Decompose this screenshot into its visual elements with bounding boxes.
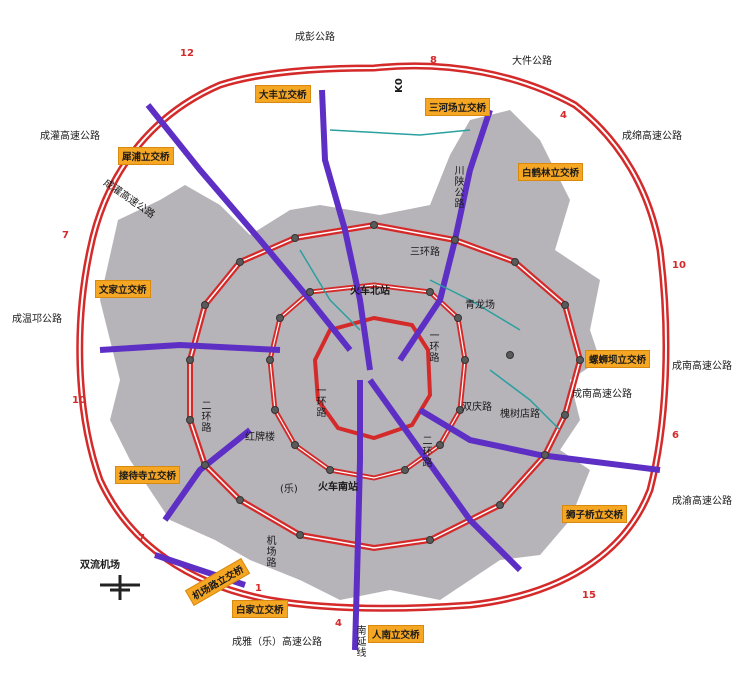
hongpailou-label: 红牌楼 bbox=[245, 432, 275, 443]
jiedaisi-interchange: 接待寺立交桥 bbox=[115, 466, 181, 484]
xipu-interchange: 犀浦立交桥 bbox=[118, 147, 174, 165]
k0-marker: K0 bbox=[393, 78, 405, 93]
ring-number: 4 bbox=[335, 618, 342, 629]
chengpeng-label: 成彭公路 bbox=[295, 32, 335, 43]
chengmian-label: 成绵高速公路 bbox=[622, 131, 682, 142]
ring-number: 7 bbox=[138, 533, 145, 544]
ring-number: 4 bbox=[560, 110, 567, 121]
chengya-label: 成雅（乐）高速公路 bbox=[232, 637, 322, 648]
urban-district bbox=[100, 110, 600, 600]
ring-number: 10 bbox=[72, 395, 86, 406]
airport-icon bbox=[100, 575, 140, 600]
sanhechang-interchange: 三河场立交桥 bbox=[425, 98, 491, 116]
chengguan-label: 成灌高速公路 bbox=[40, 131, 100, 142]
ring-number: 1 bbox=[255, 583, 262, 594]
outer-ring-inner-line bbox=[78, 64, 667, 610]
ring-nodes bbox=[186, 221, 584, 544]
chengnan-road-label: 成南高速公路 bbox=[572, 389, 632, 400]
dajian-label: 大件公路 bbox=[512, 56, 552, 67]
chengwenqiong-label: 成温邛公路 bbox=[12, 314, 62, 325]
south-station-label: 火车南站 bbox=[318, 482, 358, 493]
chengnan-label: 成南高速公路 bbox=[672, 361, 732, 372]
rennan-interchange: 人南立交桥 bbox=[368, 625, 424, 643]
ring-number: 7 bbox=[62, 230, 69, 241]
ring-number: 6 bbox=[672, 430, 679, 441]
first-ring-west-label: 一环路 bbox=[314, 385, 325, 418]
qinglongchang-label: 青龙场 bbox=[465, 300, 495, 311]
ring-number: 10 bbox=[672, 260, 686, 271]
ring-number: 12 bbox=[180, 48, 194, 59]
wenjia-interchange: 文家立交桥 bbox=[95, 280, 151, 298]
jichang-road-label: 机场路 bbox=[264, 535, 275, 568]
baiheling-interchange: 白鹤林立交桥 bbox=[518, 163, 584, 181]
huaishudian-label: 槐树店路 bbox=[500, 409, 540, 420]
shuangqing-label: 双庆路 bbox=[462, 402, 492, 413]
le-label: (乐) bbox=[280, 484, 298, 495]
chuanshan-label: 川陕公路 bbox=[452, 165, 463, 209]
ring-number: 8 bbox=[430, 55, 437, 66]
third-ring-label: 三环路 bbox=[410, 247, 440, 258]
nanyanxian-label: 南延线 bbox=[354, 625, 365, 658]
dafeng-interchange: 大丰立交桥 bbox=[255, 85, 311, 103]
baijia-interchange: 白家立交桥 bbox=[232, 600, 288, 618]
luoshiba-interchange: 螺蛳坝立交桥 bbox=[585, 350, 651, 368]
second-ring-west-label: 二环路 bbox=[199, 400, 210, 433]
second-ring-label: 二环路 bbox=[420, 435, 431, 468]
river-lines bbox=[299, 129, 561, 431]
airport-label: 双流机场 bbox=[80, 560, 120, 571]
chengyu-label: 成渝高速公路 bbox=[672, 496, 732, 507]
north-station-label: 火车北站 bbox=[350, 286, 390, 297]
first-ring-label: 一环路 bbox=[427, 330, 438, 363]
shiziqiao-interchange: 狮子桥立交桥 bbox=[562, 505, 628, 523]
ring-number: 15 bbox=[582, 590, 596, 601]
first-ring-road bbox=[312, 315, 433, 441]
